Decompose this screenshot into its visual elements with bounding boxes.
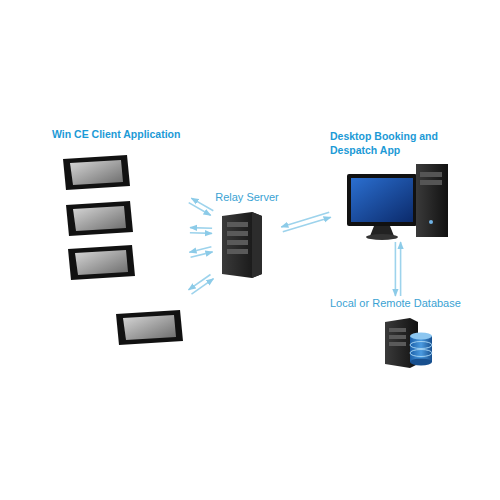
- node-heading: Win CE Client Application: [52, 128, 190, 142]
- db-cylinder-base: [410, 359, 432, 366]
- arrow-line: [189, 247, 211, 252]
- tablet-screen: [75, 250, 128, 275]
- arrow-line: [395, 242, 397, 296]
- arrow-line: [191, 198, 213, 211]
- double-arrow: [189, 247, 212, 257]
- power-light: [429, 220, 433, 224]
- tablet-body: [116, 310, 183, 345]
- tablet-screen: [70, 160, 123, 185]
- tablet-body: [66, 201, 133, 236]
- client-group: Win CE Client Application: [52, 128, 190, 348]
- arrow-line: [190, 232, 212, 234]
- tablet-icon: [63, 155, 130, 190]
- node-heading: Desktop Booking and Despatch App: [330, 130, 462, 157]
- double-arrow: [281, 212, 331, 232]
- double-arrow: [189, 198, 214, 215]
- double-arrow: [189, 275, 214, 295]
- node-heading: Relay Server: [212, 190, 282, 204]
- arrow-line: [192, 279, 214, 294]
- arrow-line: [190, 227, 212, 229]
- database: Local or Remote Database: [330, 296, 465, 368]
- arrow-line: [189, 275, 211, 290]
- double-arrow: [190, 228, 212, 234]
- tablet-icon: [66, 201, 133, 236]
- db-band: [410, 342, 432, 349]
- db-cylinder-top: [410, 333, 432, 340]
- tablet-body: [68, 245, 135, 280]
- arrow-line: [191, 252, 213, 257]
- drive-bay: [420, 172, 442, 177]
- arrow-line: [400, 242, 402, 296]
- server-bay: [389, 342, 406, 346]
- node-heading: Local or Remote Database: [330, 296, 465, 310]
- arrow-line: [189, 203, 211, 216]
- relay-server: Relay Server: [212, 190, 282, 280]
- server-icon: [222, 212, 262, 278]
- tablet-screen: [123, 315, 176, 340]
- db-band: [410, 350, 432, 357]
- server-body: [222, 212, 262, 278]
- tablet-icon: [68, 245, 135, 280]
- server-bay: [389, 335, 406, 339]
- server-bay: [389, 328, 406, 332]
- db-cylinder: [410, 336, 432, 362]
- server-bay: [227, 222, 248, 227]
- arrow-line: [283, 217, 331, 232]
- pc-tower: [416, 164, 448, 237]
- tablet-icon: [116, 310, 183, 345]
- desktop-icon: [347, 164, 448, 240]
- monitor-base: [366, 234, 398, 240]
- server-bay: [227, 231, 248, 236]
- server-bay: [227, 240, 248, 245]
- tablet-body: [63, 155, 130, 190]
- desktop-app: Desktop Booking and Despatch App: [330, 130, 462, 242]
- database-icon: [385, 318, 432, 368]
- monitor-frame: [347, 174, 417, 226]
- server-bay: [227, 249, 248, 254]
- double-arrow: [395, 242, 400, 296]
- server-side: [252, 212, 262, 278]
- tablet-screen: [73, 206, 126, 231]
- monitor-screen: [351, 178, 413, 222]
- arrow-line: [281, 212, 329, 227]
- drive-bay: [420, 180, 442, 185]
